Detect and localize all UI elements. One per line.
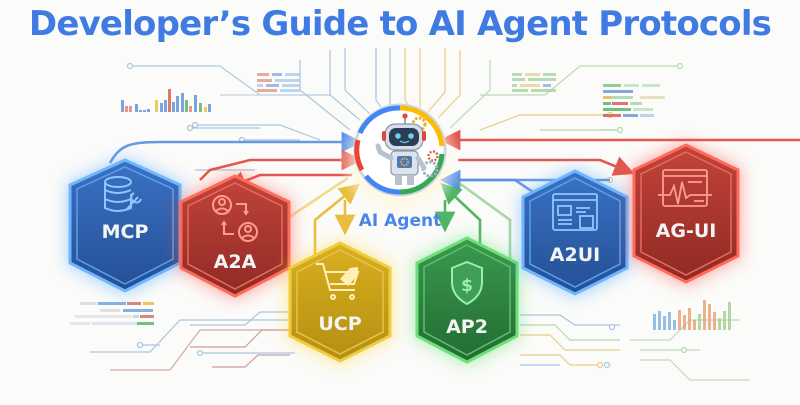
protocol-node-a2ui[interactable]: A2UI [520, 168, 630, 298]
protocol-label-ucp: UCP [318, 313, 361, 335]
ring-arc-red [354, 139, 365, 172]
mini-bar-chart-right [653, 300, 731, 330]
arrow-ucp-to-agent [313, 183, 361, 255]
page-title: Developer’s Guide to AI Agent Protocols [28, 4, 772, 44]
arrow-a2a-to-agent [199, 149, 363, 181]
ai-agent-node[interactable]: AI Agent [338, 98, 462, 231]
protocol-node-ap2[interactable]: $ AP2 [414, 235, 520, 366]
protocol-node-ag-ui[interactable]: AG-UI [631, 142, 741, 286]
protocol-label-ap2: AP2 [446, 316, 488, 338]
protocol-label-a2ui: A2UI [550, 244, 600, 266]
protocol-node-mcp[interactable]: MCP [67, 157, 183, 295]
ai-agent-label: AI Agent [359, 211, 442, 231]
ring-arc-yellow [399, 105, 445, 147]
window-pulse-icon [658, 169, 712, 207]
ring-arc-blue [357, 105, 401, 135]
protocol-node-ucp[interactable]: UCP [287, 240, 393, 365]
robot-icon [375, 113, 439, 185]
shield-dollar-icon: $ [451, 260, 483, 306]
protocol-label-ag-ui: AG-UI [656, 220, 717, 242]
circuit-traces [90, 48, 750, 381]
ui-layout-window-icon [552, 193, 598, 231]
protocol-label-a2a: A2A [214, 251, 257, 273]
ring-arc-green [399, 153, 445, 195]
protocol-label-mcp: MCP [102, 221, 149, 243]
mini-bar-chart-left [121, 89, 211, 112]
code-lines-decoration [70, 73, 665, 325]
dollar-sign: $ [461, 276, 473, 296]
shopping-cart-tag-icon [316, 263, 360, 300]
database-wrench-icon [104, 176, 142, 212]
arrow-mcp-to-agent [108, 131, 363, 164]
agents-exchange-icon [212, 195, 258, 242]
protocol-node-a2a[interactable]: A2A [178, 173, 292, 300]
